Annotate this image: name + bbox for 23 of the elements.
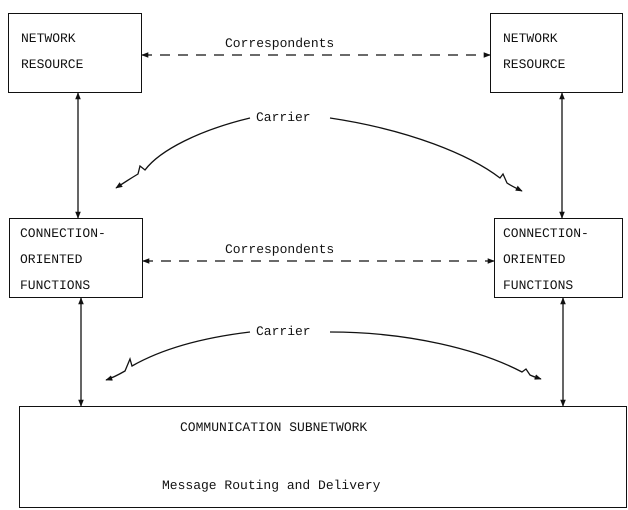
dashed-arrow: [141, 52, 491, 58]
arrow: [559, 92, 565, 219]
arrow: [75, 92, 81, 219]
leader-arrow: [330, 331, 542, 380]
leader-arrow: [115, 117, 250, 189]
node-label: NETWORK RESOURCE: [21, 30, 84, 74]
node-label: CONNECTION-ORIENTED FUNCTIONS: [20, 225, 107, 295]
carrier-text: Carrier: [256, 109, 312, 127]
subnetwork-box: [19, 406, 627, 508]
node-label: COMMUNICATION SUBNETWORK: [180, 419, 368, 437]
carrier-text: Carrier: [256, 323, 312, 341]
node-label: Message Routing and Delivery: [162, 477, 382, 495]
leader-arrow: [105, 331, 250, 381]
process-box: [9, 218, 143, 298]
arrow: [560, 297, 566, 407]
node-label: CONNECTION-ORIENTED FUNCTIONS: [503, 225, 590, 295]
process-box: [8, 13, 142, 93]
process-box: [490, 13, 623, 93]
dashed-arrow: [142, 258, 495, 264]
node-label: NETWORK RESOURCE: [503, 30, 566, 74]
leader-arrow: [330, 117, 523, 192]
arrow: [78, 297, 84, 407]
process-box: [494, 218, 623, 298]
